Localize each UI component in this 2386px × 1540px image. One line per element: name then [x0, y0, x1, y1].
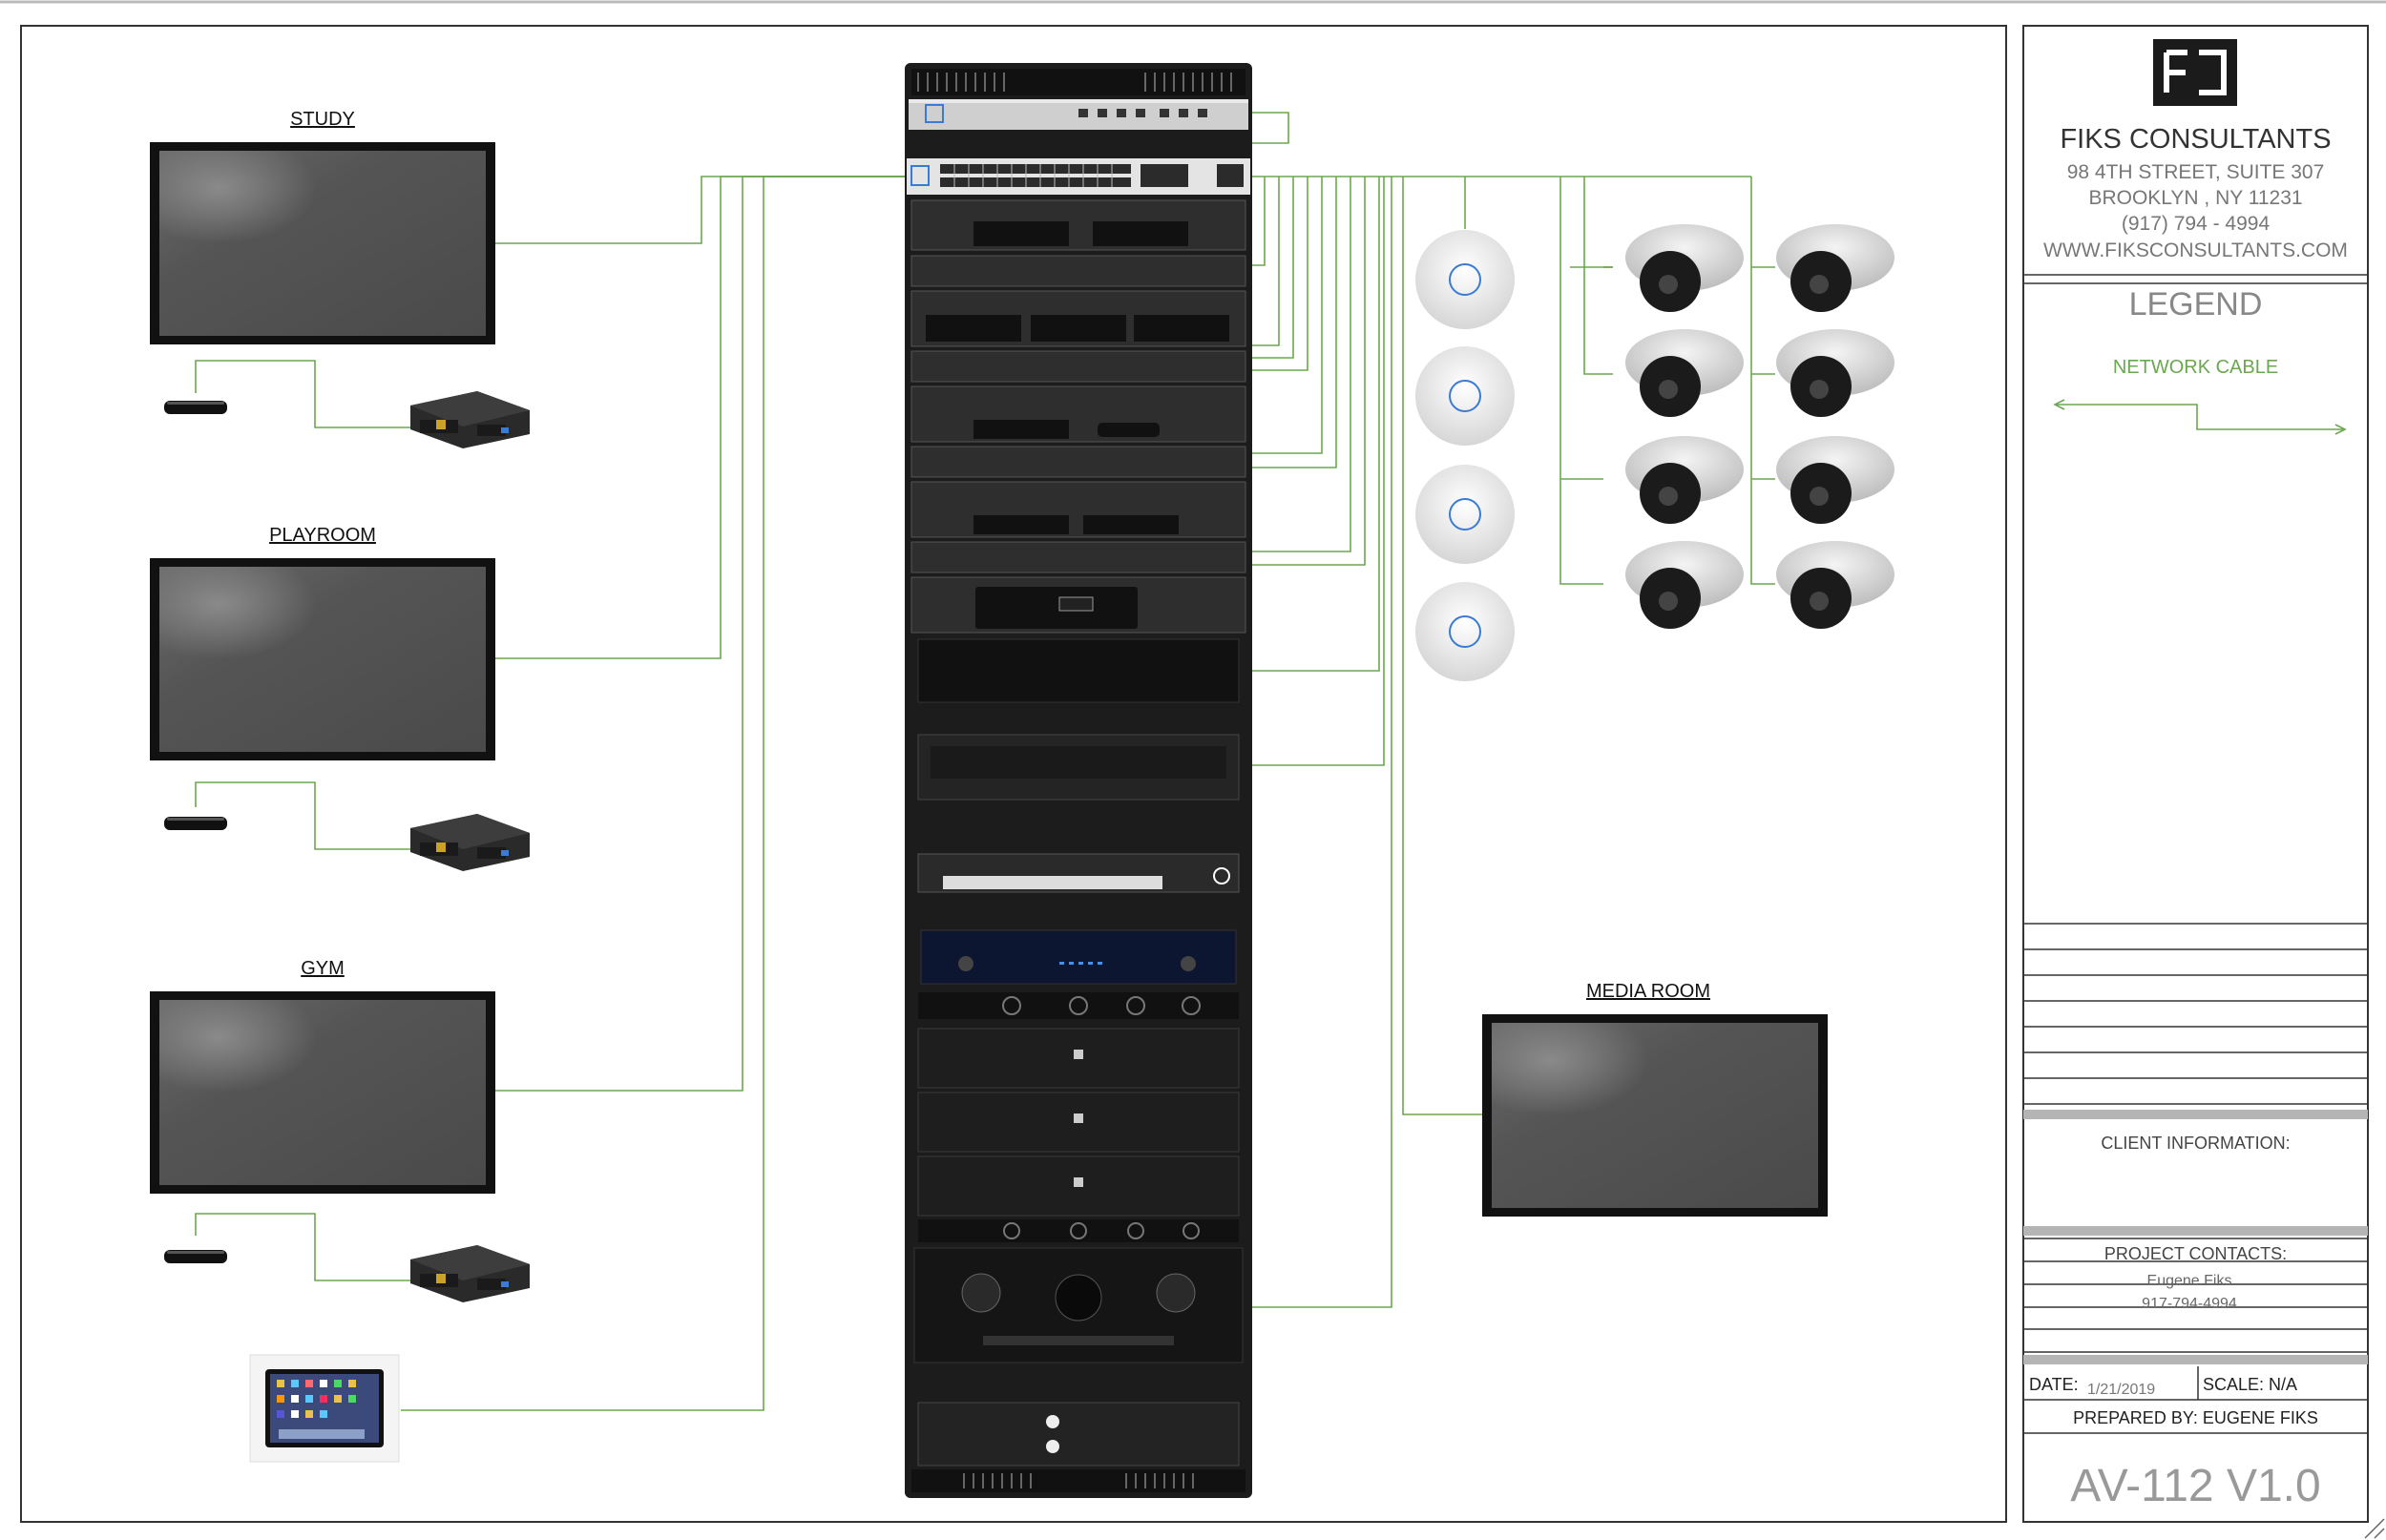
access-point-icon: [1415, 230, 1515, 329]
hdmi-extender-icon: [410, 814, 530, 871]
hdmi-extender-icon: [410, 391, 530, 448]
hdmi-extender-icon: [410, 1245, 530, 1302]
streaming-box-icon: [164, 817, 227, 830]
room-label-gym: GYM: [301, 958, 345, 979]
company-name: FIKS CONSULTANTS: [2060, 124, 2332, 155]
equipment-rack: [905, 63, 1252, 1498]
contact-phone: 917-794-4994: [2142, 1296, 2237, 1312]
room-label-playroom: PLAYROOM: [269, 525, 376, 546]
streaming-box-icon: [164, 1250, 227, 1263]
title-block-bands: [2023, 1110, 2368, 1364]
dome-camera-icon: [1776, 224, 1894, 312]
processor-icon: [920, 929, 1237, 985]
router-icon: [909, 99, 1248, 130]
room-label-media-room: MEDIA ROOM: [1585, 981, 1710, 1002]
dome-camera-icon: [1776, 541, 1894, 629]
tv-icon: [150, 142, 495, 344]
scale-label: SCALE: N/A: [2203, 1375, 2298, 1394]
company-phone: (917) 794 - 4994: [2121, 213, 2271, 235]
room-label-study: STUDY: [290, 109, 355, 130]
dome-camera-icon: [1776, 436, 1894, 524]
access-point-icon: [1415, 582, 1515, 681]
project-contacts: PROJECT CONTACTS:: [2103, 1244, 2288, 1263]
dome-camera-icon: [1776, 329, 1894, 417]
dome-camera-icon: [1625, 436, 1744, 524]
legend-network-cable: NETWORK CABLE: [2112, 357, 2279, 378]
av-receiver-icon: [913, 1247, 1244, 1363]
company-address-1: 98 4TH STREET, SUITE 307: [2066, 161, 2325, 183]
rack-shelf: [910, 199, 1246, 634]
streaming-box-icon: [164, 401, 227, 414]
company-address-2: BROOKLYN , NY 11231: [2088, 187, 2303, 209]
corner-mark: [2364, 1518, 2385, 1539]
date-value: 1/21/2019: [2087, 1382, 2156, 1398]
network-switch-icon: [907, 158, 1250, 195]
dome-camera-icon: [1625, 329, 1744, 417]
drawing-frame: [20, 25, 2007, 1523]
controller-icon: [926, 221, 1229, 629]
tv-icon: [150, 991, 495, 1194]
dome-camera-icon: [1625, 224, 1744, 312]
prepared-by: PREPARED BY: EUGENE FIKS: [2073, 1408, 2318, 1427]
legend-title: LEGEND: [2128, 286, 2263, 323]
legend-cable-sample: [2053, 399, 2347, 435]
logo-icon: [2153, 39, 2237, 106]
access-point-icon: [1415, 465, 1515, 564]
tv-icon: [1482, 1014, 1828, 1217]
dome-camera-icon: [1625, 541, 1744, 629]
tv-icon: [150, 558, 495, 760]
drawing-number: AV-112 V1.0: [2070, 1461, 2321, 1511]
title-block-grid: [2023, 274, 2368, 1434]
date-label: DATE:: [2029, 1375, 2079, 1394]
touch-panel-icon: [249, 1354, 400, 1463]
contact-name: Eugene Fiks: [2146, 1273, 2232, 1289]
company-website: WWW.FIKSCONSULTANTS.COM: [2043, 239, 2348, 261]
access-point-icon: [1415, 346, 1515, 446]
title-block-frame: [2022, 25, 2369, 1523]
client-information: CLIENT INFORMATION:: [2101, 1134, 2291, 1153]
